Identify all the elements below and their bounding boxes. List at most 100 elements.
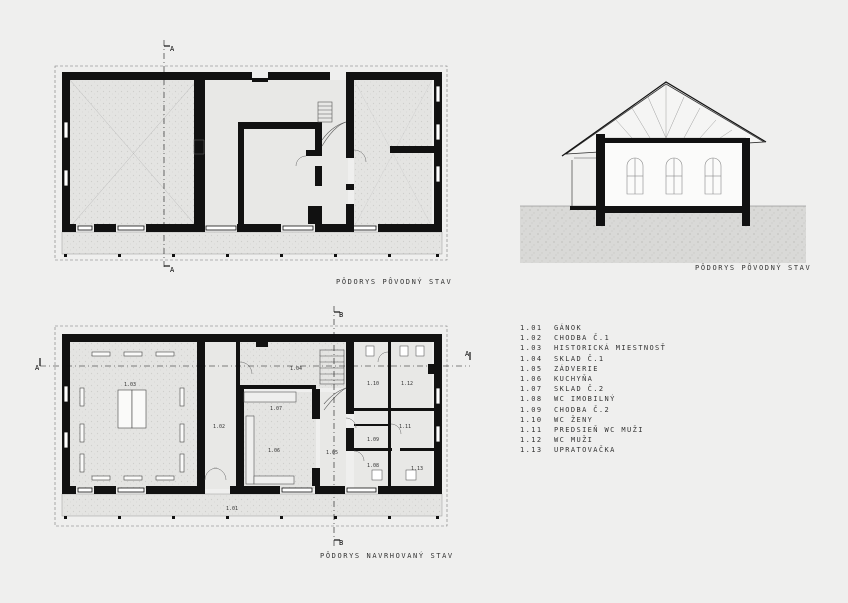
caption-section-existing: PÔDORYS PÔVODNÝ STAV — [695, 264, 812, 272]
room-floor — [240, 342, 346, 388]
room-label-1-07: 1.07 — [270, 406, 282, 412]
legend-row: 1.08 WC IMOBILNÝ — [520, 394, 666, 404]
room-floor — [244, 392, 316, 489]
wall-niche — [428, 364, 434, 374]
legend-name: ZÁDVERIE — [554, 364, 599, 373]
ground-hatch — [520, 206, 806, 263]
caption-plan-proposed: PÔDORYS NAVRHOVANÝ STAV — [320, 552, 454, 560]
legend-row: 1.12 WC MUŽI — [520, 435, 666, 445]
door-swings — [193, 139, 367, 167]
legend-name: CHODBA Č.2 — [554, 405, 611, 414]
caption-plan-existing: PÔDORYS PÔVODNÝ STAV — [336, 278, 453, 286]
section-mark-a: A — [170, 266, 175, 274]
section-wall — [596, 134, 605, 226]
room-label-1-02: 1.02 — [213, 424, 225, 430]
interior-walls — [197, 334, 434, 494]
room-floor — [320, 392, 346, 489]
legend-row: 1.02 CHODBA Č.1 — [520, 333, 666, 343]
room-floor — [205, 342, 237, 489]
section-wall — [742, 138, 750, 226]
door-swings — [204, 351, 402, 481]
legend-name: SKLAD Č.2 — [554, 385, 605, 394]
legend-code: 1.04 — [520, 354, 543, 363]
legend-name: UPRATOVAČKA — [554, 446, 616, 455]
legend-name: CHODBA Č.1 — [554, 334, 611, 343]
plan-proposed: A A B B 1.01 1.02 1.03 1.04 1.05 1.06 1.… — [35, 306, 471, 547]
legend-name: PREDSIEŇ WC MUŽI — [554, 426, 644, 435]
legend-code: 1.09 — [520, 405, 543, 414]
section-mark-b: B — [339, 311, 343, 319]
legend-row: 1.13 UPRATOVAČKA — [520, 445, 666, 455]
section-existing — [520, 81, 806, 263]
legend-name: KUCHYŇA — [554, 375, 594, 384]
room-floor — [205, 80, 348, 227]
legend-name: WC IMOBILNÝ — [554, 395, 616, 404]
room-label-1-13: 1.13 — [411, 466, 423, 472]
legend-code: 1.02 — [520, 334, 543, 343]
legend-row: 1.10 WC ŽENY — [520, 415, 666, 425]
room-floor — [354, 342, 432, 489]
porch-area — [61, 493, 443, 517]
floor-slab — [596, 206, 750, 213]
legend-row: 1.11 PREDSIEŇ WC MUŽI — [520, 425, 666, 435]
porch-slab — [570, 206, 596, 210]
legend-code: 1.03 — [520, 344, 543, 353]
room-label-1-10: 1.10 — [367, 381, 379, 387]
legend-row: 1.01 GÁNOK — [520, 323, 666, 333]
windows — [63, 85, 441, 231]
room-label-1-04: 1.04 — [290, 366, 302, 372]
legend-code: 1.10 — [520, 415, 543, 424]
plot-outline — [54, 325, 448, 527]
kitchen-counter — [243, 391, 297, 485]
room-legend: 1.01 GÁNOK 1.02 CHODBA Č.1 1.03 HISTORICKÁ … — [520, 323, 666, 456]
legend-code: 1.11 — [520, 426, 543, 435]
room-labels: 1.01 1.02 1.03 1.04 1.05 1.06 1.07 1.08 … — [124, 366, 423, 512]
legend-row: 1.09 CHODBA Č.2 — [520, 405, 666, 415]
interior-elevation — [605, 143, 742, 206]
legend-code: 1.13 — [520, 446, 543, 455]
ceiling-diagonal — [69, 79, 198, 228]
room-label-1-09: 1.09 — [367, 437, 379, 443]
legend-name: WC MUŽI — [554, 436, 594, 445]
legend-code: 1.06 — [520, 375, 543, 384]
legend-name: GÁNOK — [554, 324, 583, 332]
plot-outline — [54, 65, 448, 261]
plan-existing: A A — [54, 40, 448, 274]
room-label-1-03: 1.03 — [124, 382, 136, 388]
tables — [79, 351, 185, 481]
stairs — [319, 349, 347, 411]
legend-row: 1.03 HISTORICKÁ MIESTNOSŤ — [520, 343, 666, 353]
room-label-1-08: 1.08 — [367, 463, 379, 469]
legend-row: 1.05 ZÁDVERIE — [520, 364, 666, 374]
section-mark-b: B — [339, 539, 343, 547]
legend-code: 1.12 — [520, 436, 543, 445]
porch-area — [61, 231, 443, 255]
windows — [63, 385, 441, 493]
ceiling-slab — [596, 138, 750, 143]
roof-line — [561, 81, 767, 157]
legend-row: 1.06 KUCHYŇA — [520, 374, 666, 384]
ceiling-diagonal — [353, 79, 433, 228]
room-label-1-11: 1.11 — [399, 424, 411, 430]
legend-name: WC ŽENY — [554, 415, 594, 424]
wc-fixtures — [365, 345, 425, 481]
legend-row: 1.07 SKLAD Č.2 — [520, 384, 666, 394]
section-mark-a: A — [35, 364, 40, 372]
room-label-1-06: 1.06 — [268, 448, 280, 454]
legend-row: 1.04 SKLAD Č.1 — [520, 354, 666, 364]
legend-code: 1.07 — [520, 385, 543, 394]
stairs — [317, 101, 347, 147]
legend-code: 1.08 — [520, 395, 543, 404]
room-label-1-12: 1.12 — [401, 381, 413, 387]
chimney — [256, 341, 268, 347]
outer-walls — [62, 334, 442, 494]
legend-code: 1.05 — [520, 364, 543, 373]
outer-walls — [62, 72, 442, 232]
section-mark-a: A — [465, 350, 470, 358]
legend-name: SKLAD Č.1 — [554, 354, 605, 363]
legend-code: 1.01 — [520, 324, 543, 332]
legend-name: HISTORICKÁ MIESTNOSŤ — [554, 344, 667, 353]
section-windows — [626, 157, 722, 195]
